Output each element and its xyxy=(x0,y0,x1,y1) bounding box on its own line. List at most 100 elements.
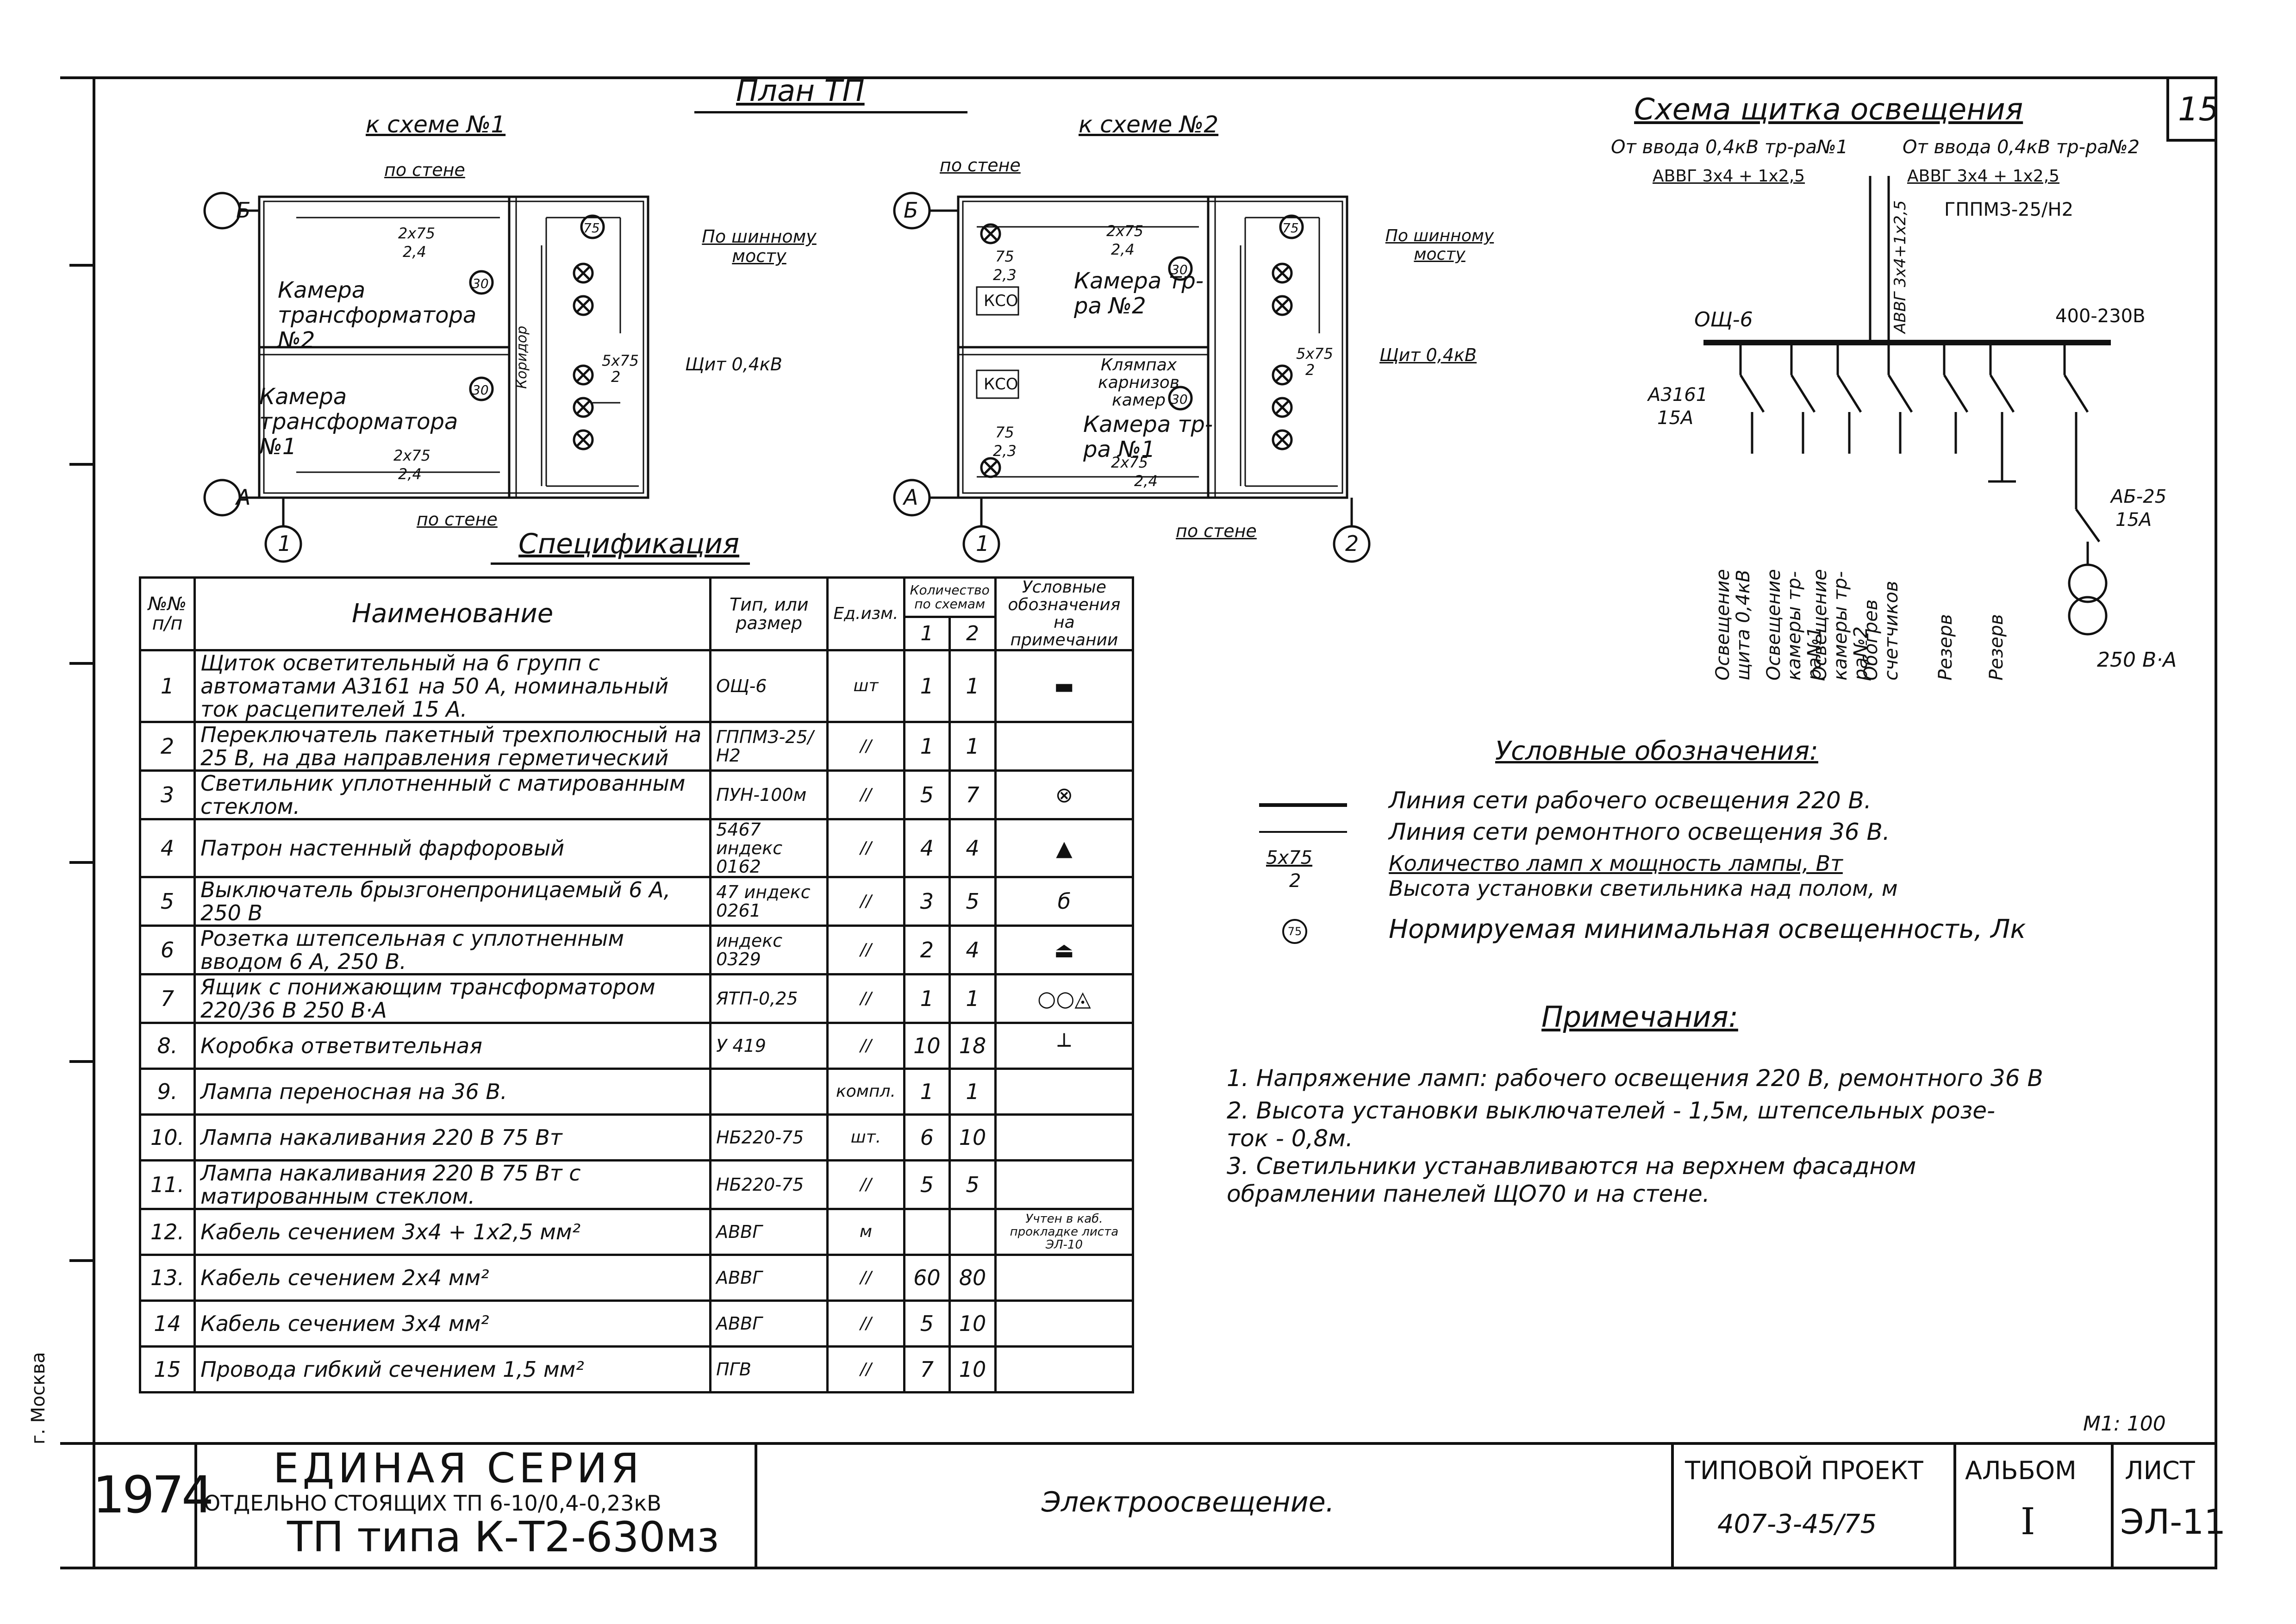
right-lamp-75-bottom: 75 xyxy=(995,424,1014,441)
spec-header-row: №№ п/п Наименование Тип, или размер Ед.и… xyxy=(138,576,1135,651)
tb-div-5 xyxy=(2111,1442,2114,1569)
right-busbar-label: По шинному мосту xyxy=(1385,226,1494,264)
svg-text:А: А xyxy=(902,485,918,510)
spec-row-qty2: 4 xyxy=(948,924,997,975)
spec-row-qty2: 1 xyxy=(948,1068,997,1116)
note-3b: обрамлении панелей ЩО70 и на стене. xyxy=(1227,1181,1710,1207)
header-sym: Условные обозначения на примечании xyxy=(994,576,1135,651)
left-height-2: 2 xyxy=(611,368,621,386)
left-along-wall-top: по стене xyxy=(384,160,465,180)
spec-row-symbol xyxy=(994,721,1135,772)
scheme-switch: ГППМЗ-25/Н2 xyxy=(1944,199,2074,220)
right-along-wall-bottom: по стене xyxy=(1176,521,1257,541)
scheme1-title: к схеме №1 xyxy=(366,111,506,138)
spec-row-unit: // xyxy=(826,721,905,772)
note-3: 3. Светильники устанавливаются на верхне… xyxy=(1227,1153,1916,1180)
header-qty: Количество по схемам xyxy=(903,576,997,618)
tb-sheet-code: ЭЛ-11 xyxy=(2120,1502,2226,1542)
note-2b: ток - 0,8м. xyxy=(1227,1125,1353,1152)
spec-row-type: У 419 xyxy=(709,1022,829,1070)
spec-row-symbol: б xyxy=(994,876,1135,927)
spec-row-qty2 xyxy=(948,1208,997,1256)
scale-label: М1: 100 xyxy=(2083,1412,2166,1436)
frame-top xyxy=(60,76,2217,79)
spec-row-unit: шт xyxy=(826,649,905,723)
tb-project-number: 407-3-45/75 xyxy=(1717,1509,1877,1539)
legend-line-solid xyxy=(1259,803,1347,807)
legend-frac-top: 5х75 xyxy=(1266,847,1313,868)
spec-row-unit: // xyxy=(826,1022,905,1070)
left-lamp-top: 2х75 xyxy=(398,225,436,242)
spec-row-num: 3 xyxy=(138,769,196,820)
spec-row-qty1: 7 xyxy=(903,1345,951,1393)
spec-row-qty1: 6 xyxy=(903,1113,951,1162)
left-height-bottom: 2,4 xyxy=(398,465,422,483)
spec-row-symbol: ○○◬ xyxy=(994,973,1135,1024)
svg-text:1: 1 xyxy=(278,531,291,556)
spec-row-type: АВВГ xyxy=(709,1254,829,1302)
margin-tick xyxy=(69,463,93,466)
plan-title-line xyxy=(694,111,967,113)
left-chamber-1: Камера трансформатора №1 xyxy=(259,384,458,460)
svg-text:30: 30 xyxy=(472,276,489,291)
legend-item-1: Линия сети рабочего освещения 220 В. xyxy=(1389,787,1872,814)
spec-row-name: Розетка штепсельная с уплотненным вводом… xyxy=(193,924,712,975)
legend-item-4: Высота установки светильника над полом, … xyxy=(1389,876,1898,901)
margin-tick xyxy=(69,1259,93,1262)
legend-line-thin xyxy=(1259,831,1347,833)
spec-row-unit: // xyxy=(826,1299,905,1348)
spec-row-unit: // xyxy=(826,818,905,878)
spec-row-name: Кабель сечением 3х4 + 1х2,5 мм² xyxy=(193,1208,712,1256)
left-chamber-2: Камера трансформатора №2 xyxy=(278,277,477,353)
spec-row-unit: // xyxy=(826,973,905,1024)
header-q2: 2 xyxy=(948,616,997,651)
scheme-transformer: 250 В·А xyxy=(2097,648,2177,672)
spec-row-qty2: 4 xyxy=(948,818,997,878)
spec-row-name: Щиток осветительный на 6 групп с автомат… xyxy=(193,649,712,723)
scheme-breaker2: АБ-25 xyxy=(2111,486,2167,507)
spec-row-qty1: 1 xyxy=(903,973,951,1024)
spec-row-name: Лампа накаливания 220 В 75 Вт с матирова… xyxy=(193,1159,712,1210)
spec-row-num: 12. xyxy=(138,1208,196,1256)
scheme-cable1: АВВГ 3х4 + 1х2,5 xyxy=(1653,167,1805,186)
spec-row: 11.Лампа накаливания 220 В 75 Вт с матир… xyxy=(138,1159,1135,1210)
header-type: Тип, или размер xyxy=(709,576,829,651)
header-unit: Ед.изм. xyxy=(826,576,905,651)
spec-row-type: ГППМЗ-25/Н2 xyxy=(709,721,829,772)
spec-row-unit: м xyxy=(826,1208,905,1256)
legend-item-3: Количество ламп х мощность лампы, Вт xyxy=(1389,851,1843,876)
tb-album-number: I xyxy=(2021,1500,2035,1543)
scheme-voltage: 400-230В xyxy=(2055,306,2146,327)
sheet-num-box-line xyxy=(2166,76,2169,141)
spec-row-symbol: ▲ xyxy=(994,818,1135,878)
right-kso-top: КСО xyxy=(984,292,1018,310)
right-lamp-bottom: 2х75 xyxy=(1111,454,1148,471)
spec-row-unit: // xyxy=(826,1159,905,1210)
spec-row-unit: // xyxy=(826,876,905,927)
right-chamber-1: Камера тр-ра №1 xyxy=(1083,412,1213,462)
spec-row-name: Кабель сечением 2х4 мм² xyxy=(193,1254,712,1302)
header-q1: 1 xyxy=(903,616,951,651)
left-height-top: 2,4 xyxy=(403,243,426,261)
sheet-num-box-line xyxy=(2166,139,2217,142)
spec-row-symbol: ⏏ xyxy=(994,924,1135,975)
spec-row-symbol: ⊗ xyxy=(994,769,1135,820)
legend-item-2: Линия сети ремонтного освещения 36 В. xyxy=(1389,818,1890,845)
spec-row-qty2: 80 xyxy=(948,1254,997,1302)
scheme-title: Схема щитка освещения xyxy=(1634,93,2023,127)
spec-row-unit: шт. xyxy=(826,1113,905,1162)
spec-row: 1 Щиток осветительный на 6 групп с автома… xyxy=(138,649,1135,723)
spec-title: Спецификация xyxy=(518,528,740,560)
spec-row-qty2: 5 xyxy=(948,1159,997,1210)
spec-row-qty2: 1 xyxy=(948,649,997,723)
spec-row-type: НБ220-75 xyxy=(709,1113,829,1162)
legend-lux-circle: 75 xyxy=(1282,919,1307,944)
spec-row-symbol xyxy=(994,1254,1135,1302)
scheme-breaker: А3161 xyxy=(1648,384,1708,406)
spec-row-type: ПГВ xyxy=(709,1345,829,1393)
